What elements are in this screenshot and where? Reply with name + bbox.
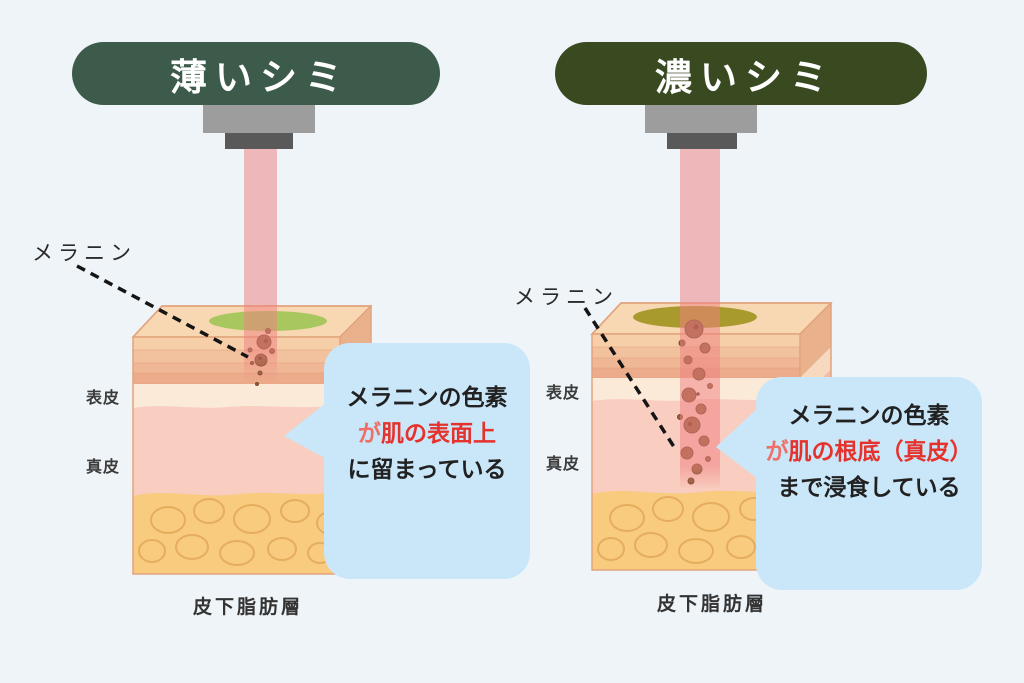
bubble-left-line2-prefix: が — [358, 420, 381, 446]
bubble-left-line1: メラニンの色素 — [346, 384, 508, 410]
laser-beam-right — [680, 148, 720, 488]
laser-device-tip-right — [667, 133, 737, 149]
header-label-dark-spot: 濃いシミ — [655, 56, 835, 98]
header-label-light-spot: 薄いシミ — [170, 56, 350, 98]
epidermis-label-left: 表皮 — [86, 390, 121, 407]
callout-bubble-right: メラニンの色素 が肌の根底（真皮） まで浸食している — [756, 377, 982, 590]
bubble-tail-right — [716, 404, 762, 482]
bubble-right-line2-emphasis: 肌の根底（真皮） — [788, 438, 973, 464]
fat-cells-left — [138, 498, 344, 566]
dermis-label-left: 真皮 — [86, 459, 121, 476]
laser-beam-left — [244, 148, 277, 383]
bubble-tail-left — [284, 398, 332, 462]
melanin-label-right: メラニン — [514, 286, 618, 309]
bubble-right-line2: が肌の根底（真皮） — [756, 433, 982, 469]
bubble-right-line2-prefix: が — [765, 438, 789, 464]
laser-device-head-left — [203, 105, 315, 133]
bubble-left-line3: に留まっている — [347, 456, 507, 482]
dermis-label-right: 真皮 — [546, 456, 581, 473]
fat-layer-label-left: 皮下脂肪層 — [192, 597, 303, 618]
bubble-right-line1: メラニンの色素 — [788, 402, 950, 428]
bubble-left-line2: が肌の表面上 — [324, 415, 530, 451]
fat-layer-label-right: 皮下脂肪層 — [656, 594, 767, 615]
epidermis-label-right: 表皮 — [546, 385, 581, 402]
melanin-pointer-left — [76, 264, 249, 359]
bubble-right-line3: まで浸食している — [777, 474, 961, 500]
bubble-left-line2-emphasis: 肌の表面上 — [381, 420, 496, 446]
laser-device-tip-left — [225, 133, 293, 149]
header-pill-dark-spot: 濃いシミ — [555, 42, 927, 105]
header-pill-light-spot: 薄いシミ — [72, 42, 440, 105]
melanin-pointer-right — [583, 307, 678, 451]
callout-bubble-left: メラニンの色素 が肌の表面上 に留まっている — [324, 343, 530, 579]
melanin-label-left: メラニン — [32, 242, 136, 265]
laser-device-head-right — [645, 105, 757, 133]
